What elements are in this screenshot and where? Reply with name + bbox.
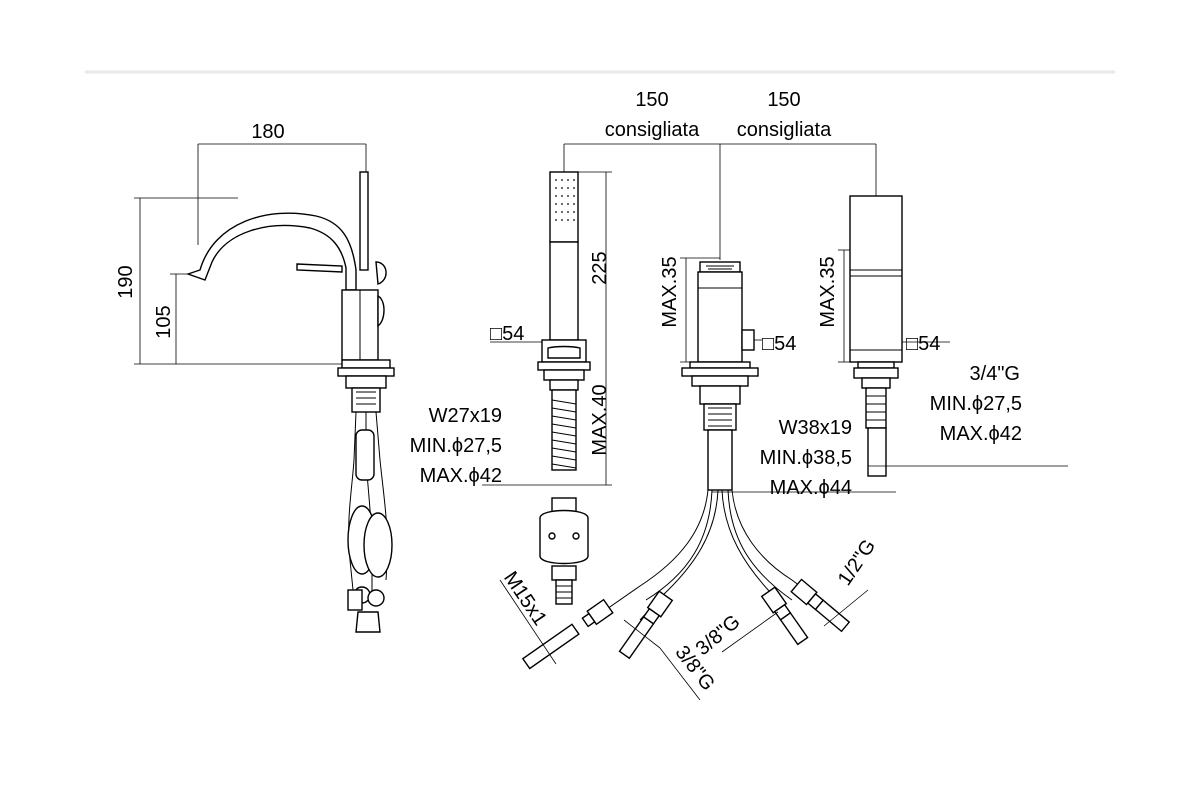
mixer-view bbox=[521, 143, 896, 670]
handshower-thread: W27x19 bbox=[429, 405, 502, 427]
mixer-square: □54 bbox=[762, 333, 796, 355]
dim-105: 105 bbox=[153, 305, 175, 338]
dim-180: 180 bbox=[251, 121, 284, 143]
conn-right-inlet: 3/8"G bbox=[692, 611, 745, 660]
mixer-min-hole: MIN.ϕ38,5 bbox=[760, 447, 852, 469]
conn-hose: M15x1 bbox=[499, 568, 551, 630]
handshower-view bbox=[482, 144, 612, 605]
dim-max35-right: MAX.35 bbox=[817, 256, 839, 327]
spout-body-view bbox=[838, 195, 1068, 477]
dim-225: 225 bbox=[589, 251, 611, 284]
handshower-min-hole: MIN.ϕ27,5 bbox=[410, 435, 502, 457]
spout-min-hole: MIN.ϕ27,5 bbox=[930, 393, 1022, 415]
dim-150-left: 150 bbox=[635, 89, 668, 111]
conn-outlet: 1/2"G bbox=[834, 536, 880, 590]
dim-max35-center: MAX.35 bbox=[659, 256, 681, 327]
spout-thread: 3/4"G bbox=[970, 363, 1020, 385]
dim-150-right: 150 bbox=[767, 89, 800, 111]
dim-190: 190 bbox=[115, 265, 137, 298]
spout-side-view bbox=[134, 143, 395, 633]
mixer-max-hole: MAX.ϕ44 bbox=[770, 477, 852, 499]
dim-max40: MAX.40 bbox=[589, 384, 611, 455]
spout-max-hole: MAX.ϕ42 bbox=[940, 423, 1022, 445]
dim-150-left-note: consigliata bbox=[605, 119, 700, 141]
dim-150-right-note: consigliata bbox=[737, 119, 832, 141]
handshower-square: □54 bbox=[490, 323, 524, 345]
handshower-max-hole: MAX.ϕ42 bbox=[420, 465, 502, 487]
mixer-thread: W38x19 bbox=[779, 417, 852, 439]
spout-square: □54 bbox=[906, 333, 940, 355]
